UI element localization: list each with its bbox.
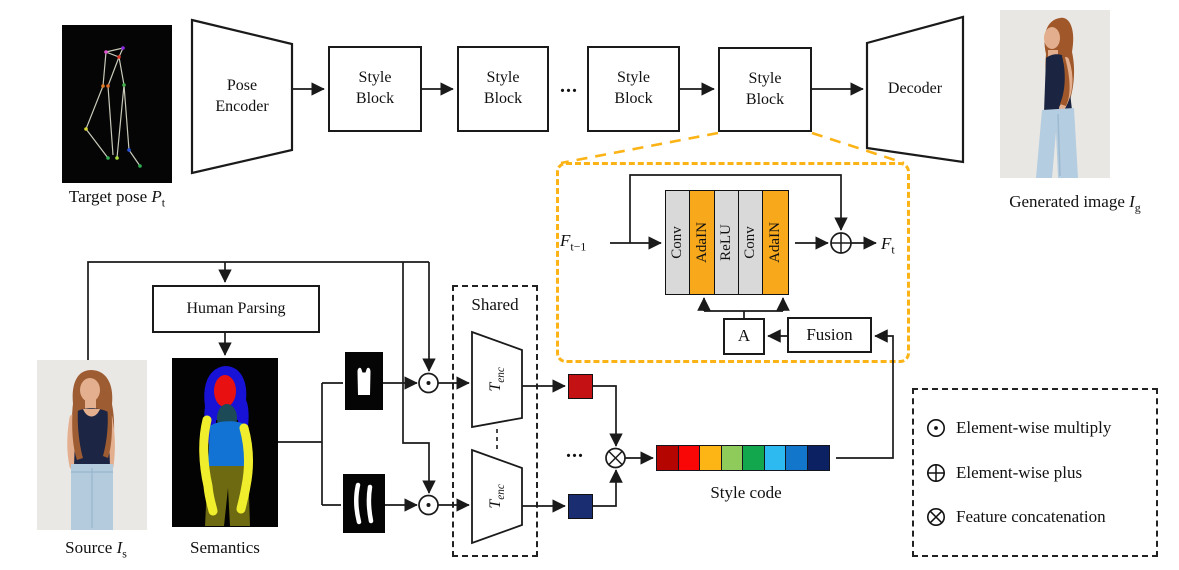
decoder-shape: [865, 15, 965, 164]
style-block-layers: Conv AdaIN ReLU Conv AdaIN: [665, 190, 789, 295]
decoder: Decoder: [887, 80, 943, 98]
multiply2-icon: [418, 494, 439, 516]
style-block-2: Style Block: [457, 46, 549, 132]
element-wise-plus-icon: [927, 463, 945, 482]
semantics-image: [172, 358, 278, 527]
feature-concatenation-icon: [927, 508, 945, 527]
arrow-bluesquare-concat: [593, 469, 623, 507]
source-image: [37, 360, 147, 530]
style-code-cell: [720, 445, 744, 471]
feature-ellipsis: ...: [566, 440, 584, 462]
human-parsing-box: Human Parsing: [152, 285, 320, 333]
mask-image-top: [345, 352, 383, 410]
source-feature-line: [87, 261, 429, 360]
style-code-vector: [656, 445, 830, 471]
feature-square-red: [568, 374, 593, 399]
pose-encoder: Pose Encoder: [215, 76, 269, 115]
multiply1-icon: [418, 372, 439, 394]
style-block-1: Style Block: [328, 46, 422, 132]
style-block-3: Style Block: [587, 46, 680, 132]
adain-layer: AdaIN: [762, 190, 789, 295]
legend-item-multiply: Element-wise multiply: [914, 417, 1156, 439]
style-code-cell: [742, 445, 765, 471]
plus-icon: [830, 232, 852, 254]
style-code-cell: [677, 445, 701, 471]
a-box: A: [723, 318, 765, 355]
tenc-encoder-bottom: Tenc: [486, 484, 507, 509]
conv-layer: Conv: [665, 190, 690, 295]
pose-joints: [84, 46, 142, 168]
arrow-redsquare-concat: [593, 385, 623, 447]
generated-image-label: Generated image Ig: [1009, 192, 1141, 215]
shared-label: Shared: [471, 295, 519, 314]
style-code-cell: [763, 445, 787, 471]
semantics-mask-bracket: [278, 382, 343, 506]
callout-line-left: [560, 131, 719, 165]
arrow-stylecode-fusion: [836, 329, 894, 459]
legend-item-concat: Feature concatenation: [914, 506, 1156, 528]
a-to-adain-trunk: [704, 310, 783, 318]
style-block-4: Style Block: [718, 47, 812, 132]
tenc1-shape: [471, 330, 523, 429]
style-code-cell: [699, 445, 722, 471]
conv-layer: Conv: [737, 190, 764, 295]
style-code-cell: [806, 445, 830, 471]
feature-square-blue: [568, 494, 593, 519]
legend-box: Element-wise multiply Element-wise plus …: [912, 388, 1158, 557]
legend-item-plus: Element-wise plus: [914, 462, 1156, 484]
target-pose-label: Target pose Pt: [68, 187, 166, 210]
skip-connection: [629, 174, 848, 243]
style-code-label: Style code: [710, 483, 782, 502]
concat-icon: [605, 447, 626, 469]
adain-layer: AdaIN: [688, 190, 716, 295]
source-image-label: Source Is: [65, 538, 127, 561]
tenc2-shape: [471, 448, 523, 545]
fusion-box: Fusion: [787, 317, 872, 353]
relu-layer: ReLU: [714, 190, 739, 295]
ft-label: Ft: [881, 234, 895, 257]
callout-line-right: [811, 131, 905, 165]
ft-minus-1-label: Ft−1: [560, 231, 587, 254]
semantics-label: Semantics: [190, 538, 260, 557]
style-code-cell: [656, 445, 679, 471]
tenc-encoder-top: Tenc: [486, 367, 507, 392]
pose-encoder-shape: [190, 18, 294, 175]
element-wise-multiply-icon: [927, 418, 945, 437]
target-pose-image: [62, 25, 172, 183]
generated-image: [1000, 10, 1110, 178]
style-code-cell: [785, 445, 808, 471]
arrow-source-multiply2: [402, 262, 436, 494]
style-block-ellipsis: ...: [560, 75, 578, 97]
mask-image-bottom: [343, 474, 385, 533]
